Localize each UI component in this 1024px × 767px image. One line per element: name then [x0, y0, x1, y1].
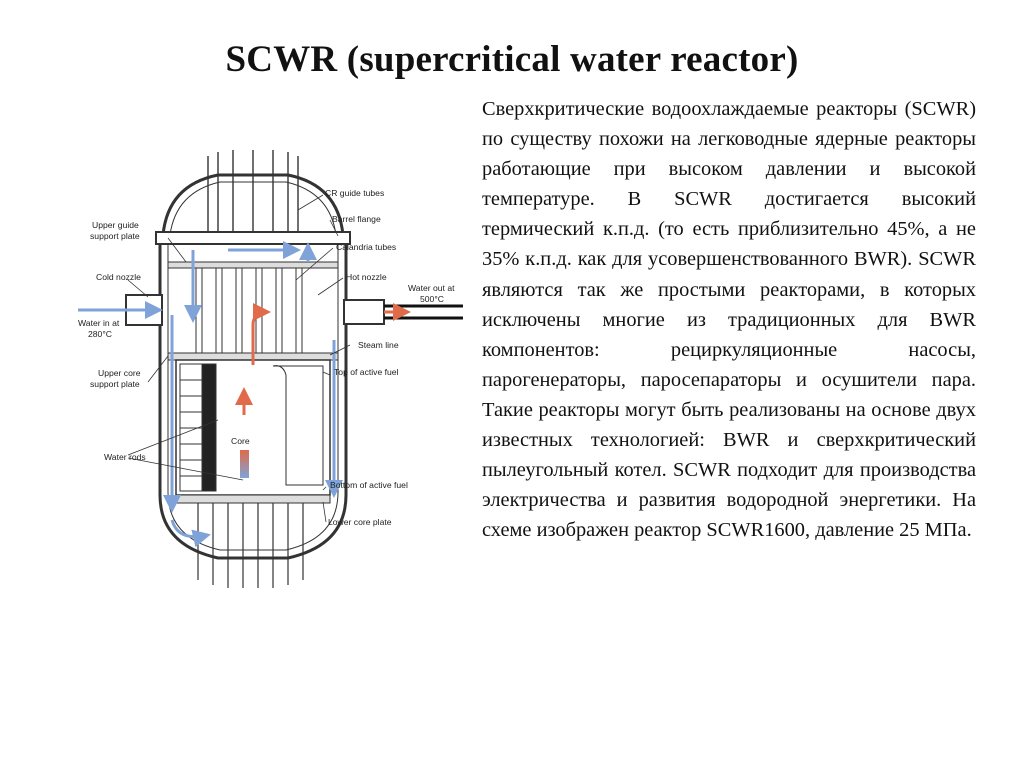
label-upper-core-line1: Upper core	[98, 368, 141, 378]
label-top-of-active-fuel: Top of active fuel	[334, 367, 399, 377]
label-cold-nozzle: Cold nozzle	[96, 272, 141, 282]
label-hot-nozzle: Hot nozzle	[346, 272, 387, 282]
calandria-tubes	[195, 267, 303, 354]
upper-guide-support-plate	[167, 261, 339, 269]
label-water-out-line1: Water out at	[408, 283, 455, 293]
label-core: Core	[231, 436, 250, 446]
label-lower-core-plate: Lower core plate	[328, 517, 392, 527]
cold-water-flow	[78, 241, 343, 548]
label-bottom-of-active-fuel: Bottom of active fuel	[330, 480, 408, 490]
bottom-penetrations	[197, 503, 304, 588]
label-cr-guide-tubes: CR guide tubes	[325, 188, 384, 198]
lower-core-plate	[175, 494, 331, 504]
label-barrel-flange: Barrel flange	[332, 214, 381, 224]
label-steam-line: Steam line	[358, 340, 399, 350]
fuel-assemblies	[179, 363, 217, 492]
scwr-reactor-diagram: CR guide tubes Barrel flange Upper guide…	[78, 150, 463, 588]
label-upper-guide-line1: Upper guide	[92, 220, 139, 230]
label-water-rods: Water rods	[104, 452, 146, 462]
hot-nozzle	[343, 299, 385, 325]
slide-body-text: Сверхкритические водоохлаждаемые реактор…	[482, 98, 976, 542]
label-calandria-tubes: Calandria tubes	[336, 242, 396, 252]
control-rod-nozzles	[207, 150, 299, 245]
vessel-wall	[158, 244, 348, 560]
slide-title: SCWR (supercritical water reactor)	[225, 39, 799, 80]
label-water-in-line2: 280°C	[88, 329, 112, 339]
barrel-flange	[155, 231, 351, 245]
hot-water-flow	[235, 303, 411, 415]
label-upper-core-line2: support plate	[90, 379, 140, 389]
leader-lines	[127, 194, 351, 523]
label-water-out-line2: 500°C	[420, 294, 444, 304]
label-water-in-line1: Water in at	[78, 318, 120, 328]
core-temperature-gradient	[240, 450, 249, 478]
label-upper-guide-line2: support plate	[90, 231, 140, 241]
